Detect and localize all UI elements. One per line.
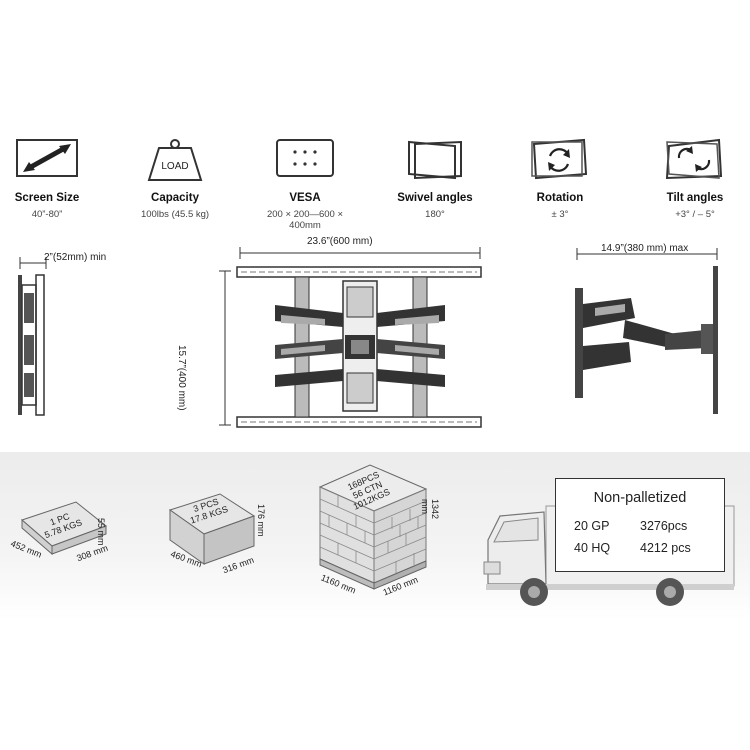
feature-swivel: Swivel angles 180° <box>380 138 490 220</box>
feature-screen-size: Screen Size 40”-80” <box>0 138 102 220</box>
rotation-icon <box>531 138 588 180</box>
feature-tilt: Tilt angles +3° / – 5° <box>640 138 750 220</box>
feature-name: Capacity <box>151 192 199 204</box>
height-dimension-label: 15.7”(400 mm) <box>176 345 187 411</box>
tilt-icon <box>665 138 723 180</box>
swivel-icon <box>408 140 462 180</box>
carton-box-illustration: 3 PCS 17.8 KGS 460 mm 316 mm 176 mm <box>160 482 300 592</box>
feature-name: Rotation <box>536 192 584 204</box>
side-profile-svg <box>18 257 47 416</box>
feature-value: 40”-80” <box>31 209 63 220</box>
shipping-title: Non-palletized <box>593 490 687 506</box>
feature-value: +3° / – 5° <box>675 209 715 220</box>
container-type: 40 HQ <box>574 541 611 555</box>
side-profile-drawing: 2”(52mm) min <box>10 245 130 425</box>
load-text: LOAD <box>161 161 188 172</box>
front-view-svg <box>219 247 482 428</box>
feature-value: 100lbs (45.5 kg) <box>140 209 210 220</box>
front-view-drawing: 23.6”(600 mm) 15.7”(400 mm) <box>176 235 495 435</box>
extended-profile-drawing: 14.9”(380 mm) max <box>565 238 735 418</box>
single-box-svg <box>21 501 108 556</box>
double-arrow-icon <box>16 139 78 177</box>
single-height: 55 mm <box>96 518 106 546</box>
width-dimension-label: 23.6”(600 mm) <box>307 236 373 247</box>
pallet-svg <box>318 464 428 590</box>
feature-vesa: VESA 200 × 200—600 × 400mm <box>250 138 360 231</box>
extension-max-label: 14.9”(380 mm) max <box>601 243 689 254</box>
single-box-illustration: 1 PC 5.78 KGS 452 mm 308 mm 55 mm <box>9 490 140 580</box>
feature-value: ± 3° <box>551 209 569 220</box>
feature-name: Screen Size <box>14 192 80 204</box>
feature-name: VESA <box>289 192 321 204</box>
feature-capacity: LOAD Capacity 100lbs (45.5 kg) <box>120 138 230 220</box>
feature-name: Tilt angles <box>666 192 724 204</box>
feature-value: 200 × 200—600 × 400mm <box>266 209 344 231</box>
carton-box-svg <box>168 493 256 565</box>
feature-rotation: Rotation ± 3° <box>505 138 615 220</box>
shipping-info-box: Non-palletized 20 GP 3276pcs 40 HQ 4212 … <box>555 478 725 572</box>
feature-value: 180° <box>425 209 445 220</box>
carton-height: 176 mm <box>256 504 266 537</box>
container-qty: 4212 pcs <box>640 541 691 555</box>
extended-profile-svg <box>575 248 718 414</box>
feature-name: Swivel angles <box>397 192 473 204</box>
container-qty: 3276pcs <box>640 519 688 533</box>
weight-load-icon: LOAD <box>147 139 203 181</box>
pallet-height: 1342 mm <box>420 499 440 520</box>
container-type: 20 GP <box>574 519 610 533</box>
depth-min-label: 2”(52mm) min <box>44 252 107 263</box>
vesa-pattern-icon <box>276 139 334 177</box>
pallet-illustration: 168PCS 56 CTN 1012KGS 1160 mm 1160 mm 13… <box>300 455 450 605</box>
